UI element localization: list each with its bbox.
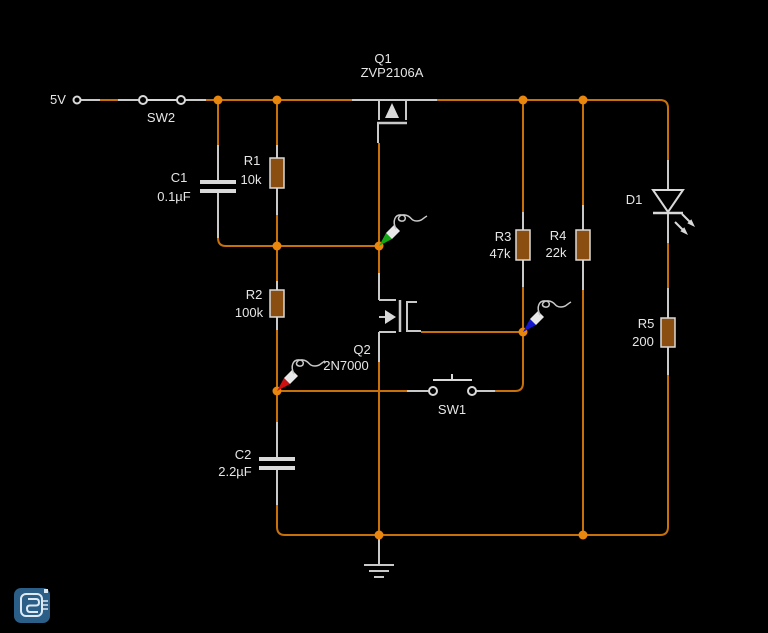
component-ref: R5 — [638, 316, 655, 331]
switch-post — [467, 386, 477, 396]
resistor-body — [515, 229, 531, 261]
wire — [437, 99, 669, 160]
resistor-r2[interactable]: R2 100k — [235, 281, 285, 330]
wire — [495, 332, 524, 392]
component-ref: D1 — [626, 192, 643, 207]
component-ref: C2 — [235, 447, 252, 462]
component-value: 2N7000 — [323, 358, 369, 373]
capacitor-c2[interactable]: C2 2.2µF — [218, 422, 295, 505]
component-ref: R1 — [244, 153, 261, 168]
resistor-r4[interactable]: R4 22k — [546, 205, 591, 290]
component-value: 22k — [546, 245, 567, 260]
mosfet-arrow — [385, 310, 396, 324]
component-value: 2.2µF — [218, 464, 252, 479]
capacitor-plate — [200, 180, 236, 184]
capacitor-c1[interactable]: C1 0.1µF — [157, 145, 236, 238]
junction-dot — [578, 530, 588, 540]
emission-arrowhead — [687, 219, 695, 227]
component-value: 200 — [632, 334, 654, 349]
ground-symbol[interactable] — [364, 537, 394, 578]
terminal-post — [72, 95, 82, 105]
switch-sw1[interactable]: SW1 — [407, 374, 495, 417]
wire — [659, 375, 669, 536]
component-ref: R4 — [550, 228, 567, 243]
resistor-r1[interactable]: R1 10k — [241, 145, 285, 215]
led-emission-arrows — [674, 213, 695, 235]
component-value: 47k — [490, 246, 511, 261]
logo-s-glyph — [25, 598, 41, 613]
switch-post — [428, 386, 438, 396]
wire — [217, 237, 379, 247]
probe-tip — [277, 378, 290, 391]
component-ref: R3 — [495, 229, 512, 244]
resistor-r3[interactable]: R3 47k — [490, 212, 531, 287]
junction-dots — [213, 95, 588, 540]
probe-cable — [393, 214, 428, 230]
switch-post — [176, 95, 186, 105]
logo-pins — [43, 600, 48, 610]
component-ref: R2 — [246, 287, 263, 302]
scope-probe-red[interactable] — [277, 359, 326, 391]
mosfet-q1[interactable]: Q1 ZVP2106A — [352, 51, 437, 143]
emission-arrow — [681, 213, 691, 223]
component-ref: Q2 — [353, 342, 370, 357]
junction-dot — [374, 530, 384, 540]
resistor-body — [269, 289, 285, 318]
wire — [276, 505, 660, 536]
scope-probe-blue[interactable] — [523, 300, 572, 332]
probe-tip — [379, 233, 392, 246]
mosfet-arrow — [385, 103, 399, 118]
capacitor-plate — [200, 189, 236, 193]
component-value: 0.1µF — [157, 189, 191, 204]
component-ref: C1 — [171, 170, 188, 185]
junction-dot — [272, 241, 282, 251]
mosfet-q2[interactable]: Q2 2N7000 — [323, 273, 421, 373]
emission-arrow — [674, 221, 684, 231]
logo-pin-dot — [44, 589, 48, 593]
resistor-body — [269, 157, 285, 189]
diode-triangle — [651, 189, 685, 214]
junction-dot — [272, 95, 282, 105]
resistor-body — [575, 229, 591, 261]
circuit-simulator-logo — [14, 588, 50, 623]
gate-lead — [406, 301, 421, 332]
component-value: 10k — [241, 172, 262, 187]
component-value: 100k — [235, 305, 264, 320]
switch-label: SW2 — [147, 110, 175, 125]
probe-cable — [291, 359, 326, 375]
switch-sw2[interactable]: SW2 — [118, 95, 206, 125]
probe-cable — [537, 300, 572, 316]
emission-arrowhead — [680, 227, 688, 235]
capacitor-plate — [259, 466, 295, 470]
resistor-r5[interactable]: R5 200 — [632, 288, 676, 375]
component-ref: Q1 — [374, 51, 391, 66]
resistor-body — [660, 317, 676, 348]
voltage-source-5v[interactable]: 5V — [50, 92, 100, 107]
led-d1[interactable]: D1 — [626, 160, 695, 243]
switch-post — [138, 95, 148, 105]
logo-chip-outline — [20, 593, 43, 617]
junction-dot — [578, 95, 588, 105]
capacitor-plate — [259, 457, 295, 461]
junction-dot — [213, 95, 223, 105]
circuit-wires — [100, 99, 669, 536]
scope-probe-green[interactable] — [379, 214, 428, 246]
switch-label: SW1 — [438, 402, 466, 417]
component-value: ZVP2106A — [361, 65, 424, 80]
probe-tip — [523, 319, 536, 332]
junction-dot — [518, 95, 528, 105]
source-label: 5V — [50, 92, 66, 107]
